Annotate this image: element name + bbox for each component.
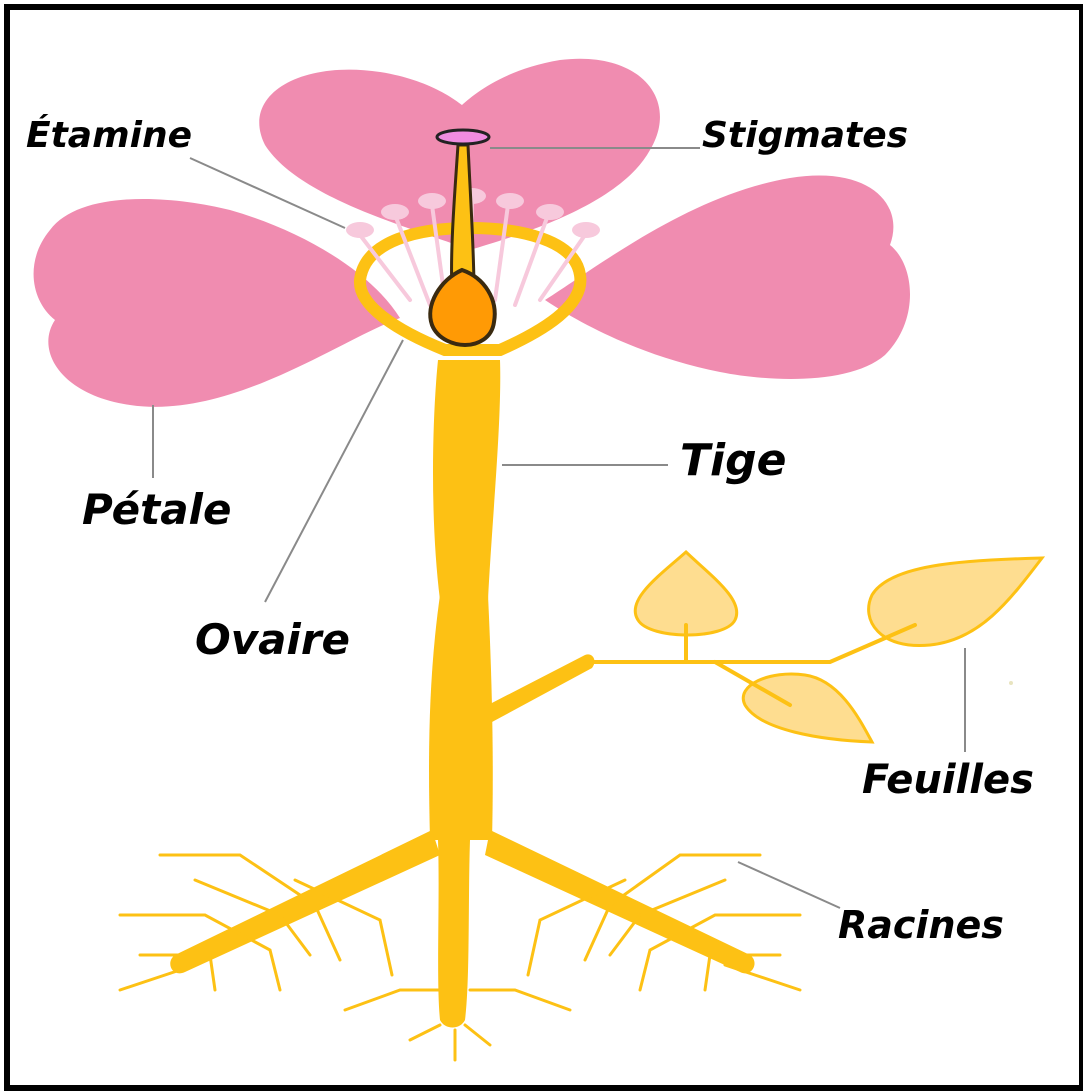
label-etamine: Étamine xyxy=(26,115,192,156)
label-racines: Racines xyxy=(838,903,1004,947)
leaf-top xyxy=(633,549,739,637)
leader-etamine xyxy=(189,157,346,229)
label-stigmates: Stigmates xyxy=(702,115,909,156)
petal-left xyxy=(33,198,401,407)
stem xyxy=(170,360,755,1028)
stem-branch xyxy=(488,654,595,722)
fine-roots xyxy=(118,853,802,1062)
label-ovaire: Ovaire xyxy=(195,615,351,664)
receptacle xyxy=(354,221,587,356)
label-feuilles: Feuilles xyxy=(862,757,1034,803)
label-tige: Tige xyxy=(680,435,787,486)
ovary xyxy=(428,267,497,348)
stem-upper xyxy=(433,360,501,600)
stem-middle xyxy=(429,595,493,840)
speck xyxy=(1009,681,1013,685)
leaves xyxy=(633,549,1046,744)
stigma xyxy=(435,128,491,146)
leaf-bottom xyxy=(741,672,875,744)
root-main xyxy=(438,840,470,1028)
label-petale: Pétale xyxy=(82,485,232,534)
root-left xyxy=(170,830,441,974)
petal-right xyxy=(545,175,910,379)
root-right xyxy=(485,830,755,974)
leader-ovaire xyxy=(264,339,404,603)
leaf-veins xyxy=(590,623,917,707)
leader-lines xyxy=(152,147,966,909)
leader-racines xyxy=(737,861,841,909)
leaf-right xyxy=(867,556,1046,648)
